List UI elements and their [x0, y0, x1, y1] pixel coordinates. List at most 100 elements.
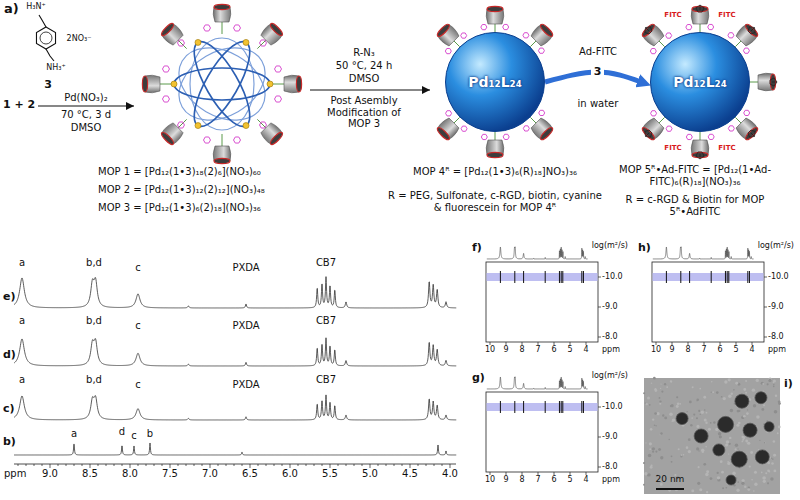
axis-tick-mark [386, 464, 387, 466]
dye-label: FITC [664, 144, 681, 152]
tem-image [643, 377, 781, 494]
axis-tick-mark [210, 464, 211, 468]
axis-tick-mark [298, 464, 299, 466]
cucurbituril-cup [214, 4, 230, 9]
tem-grain [724, 380, 727, 383]
tem-grain [743, 388, 746, 391]
axis-tick-mark [764, 277, 767, 278]
dosy-signal [689, 271, 690, 283]
tem-grain [771, 457, 773, 459]
triazole-ring [523, 126, 529, 131]
tem-grain [658, 448, 661, 451]
axis-tick-mark [506, 342, 507, 345]
tem-grain [717, 476, 720, 479]
axis-tick-mark [90, 464, 91, 468]
tem-grain [650, 428, 653, 431]
tem-grain [777, 432, 779, 434]
tem-grain [747, 488, 750, 491]
axis-tick-mark [26, 464, 27, 466]
reaction-arrow [38, 105, 134, 106]
tem-grain [691, 489, 694, 492]
tether-line [257, 119, 265, 127]
edge-label: 3 [591, 66, 605, 79]
triazole-ring [481, 134, 487, 139]
panel-label: f) [472, 242, 482, 255]
triazole-ring [686, 25, 692, 30]
tether-line [454, 117, 460, 123]
dosy-plot [486, 247, 601, 345]
tem-grain [745, 440, 748, 443]
triazole-ring [275, 96, 282, 102]
panel-label: g) [472, 372, 485, 385]
dosy-signal [727, 271, 728, 283]
triazole-ring [446, 111, 452, 116]
ligand-frame [184, 34, 260, 133]
tem-grain [710, 422, 712, 424]
tem-grain [680, 455, 682, 457]
axis-tick: -10.0 [602, 402, 623, 411]
tem-grain [655, 450, 657, 452]
tether-line [530, 41, 536, 47]
dosy-plot [486, 392, 598, 472]
axis-tick-mark [314, 464, 315, 466]
axis-tick: 8 [685, 345, 690, 354]
tem-grain [660, 388, 661, 389]
adamantane-guest [643, 25, 654, 36]
tem-grain [753, 490, 755, 492]
tem-grain [731, 393, 733, 395]
dosy-signal [562, 271, 563, 283]
triazole-ring [650, 48, 656, 53]
tem-grain [761, 408, 764, 411]
dosy-signal [500, 401, 501, 413]
axis-tick-mark [522, 472, 523, 475]
adamantane-guest [770, 78, 777, 86]
tem-grain [652, 451, 654, 453]
tem-grain [669, 412, 673, 416]
tem-grain [698, 450, 699, 451]
nmr-spectra [14, 277, 456, 468]
tem-grain [733, 389, 735, 391]
tem-grain [768, 379, 771, 382]
nmr-trace [14, 443, 456, 455]
tem-grain [752, 397, 753, 398]
axis-tick-mark [752, 342, 753, 345]
dosy-signal [523, 271, 524, 283]
cucurbituril-cup [486, 140, 504, 158]
counterion-label: 2NO₃⁻ [67, 34, 92, 43]
cucurbituril-cup [539, 126, 554, 141]
triazole-ring [523, 33, 529, 38]
dosy-signal [545, 401, 546, 413]
adamantane-guest [696, 5, 704, 12]
tem-grain [775, 395, 777, 397]
tem-grain [696, 398, 699, 401]
ligand-frame [184, 34, 260, 133]
tem-grain [718, 432, 722, 436]
axis-tick-mark [570, 342, 571, 345]
tem-grain [711, 391, 712, 392]
cucurbituril-cup [160, 131, 175, 146]
triazole-ring [162, 66, 169, 72]
tem-grain [660, 383, 661, 384]
axis-tick-mark [490, 342, 491, 345]
peak-label: a [71, 428, 77, 440]
triazole-ring [708, 24, 714, 29]
cucurbituril-cup [160, 22, 175, 37]
tem-grain [690, 424, 692, 426]
palladium-ion [243, 123, 249, 129]
peak-label: PXDA [232, 320, 259, 332]
tem-grain [645, 402, 646, 403]
axis-tick-mark [402, 464, 403, 466]
tem-grain [727, 461, 729, 463]
tem-grain [671, 381, 673, 383]
cucurbituril-cup [159, 122, 184, 147]
compound-structure [39, 15, 46, 27]
axis-tick: 4 [583, 345, 588, 354]
triazole-ring [177, 122, 184, 128]
cage-particle [755, 392, 767, 404]
adamantane-guest [747, 129, 758, 140]
axis-tick-mark [418, 464, 419, 466]
peak-label: PXDA [232, 262, 259, 274]
tem-grain [652, 447, 655, 450]
tem-grain [691, 417, 693, 419]
tem-grain [654, 412, 657, 415]
